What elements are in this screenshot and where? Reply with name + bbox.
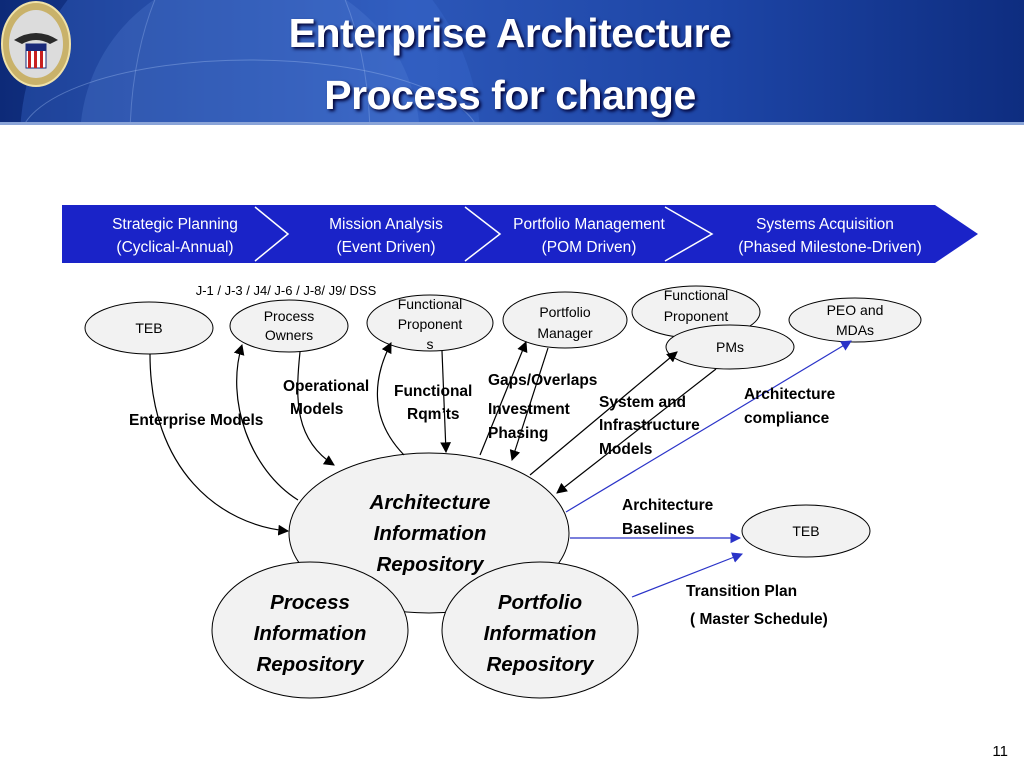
arrow-repository-to-process-owners [233, 343, 299, 501]
node-teb-top [84, 301, 214, 355]
node-peo-mdas [788, 297, 922, 343]
arrow-repository-to-pms [529, 351, 678, 476]
node-functional-proponents [366, 294, 494, 352]
label-enterprise-models: Enterprise Models [129, 412, 263, 429]
node-process-owners [229, 299, 349, 353]
node-pms-label: PMs [716, 339, 744, 355]
arrow-pms-to-repository [556, 368, 717, 494]
repo-architecture-label-2: Information [374, 522, 487, 545]
phase-systems-acquisition-sub: (Phased Milestone-Driven) [738, 239, 922, 256]
node-peo-mdas-label-1: PEO and [827, 302, 884, 318]
node-portfolio-manager [502, 291, 628, 349]
node-functional-proponents-label-1: Functional [398, 296, 463, 312]
phase-systems-acquisition: Systems Acquisition [756, 216, 894, 233]
node-functional-proponent-label-2: Proponent [664, 308, 729, 324]
label-architecture-compliance-1: Architecture [744, 386, 836, 403]
repo-portfolio-label-3: Repository [486, 653, 595, 676]
title-line-1: Enterprise Architecture [288, 10, 732, 56]
phase-band [62, 205, 978, 263]
phase-chevron-2 [464, 206, 502, 262]
label-investment-phasing-2: Phasing [488, 425, 548, 442]
label-functional-rqmts-2: Rqm’ts [407, 406, 460, 423]
label-operational-models-2: Models [290, 401, 343, 418]
label-functional-rqmts-1: Functional [394, 383, 472, 400]
label-system-infra-models-1: System and [599, 394, 686, 411]
label-operational-models-1: Operational [283, 378, 369, 395]
arrow-repository-to-portfolio-manager [479, 340, 528, 456]
arrow-teb-to-repository [149, 353, 290, 536]
phase-chevron-3 [664, 206, 714, 262]
globe-background [20, 0, 480, 122]
node-process-owners-label-1: Process [264, 308, 315, 324]
repo-process-label-1: Process [270, 591, 350, 614]
node-teb-right-label: TEB [792, 523, 819, 539]
repo-process-label-3: Repository [256, 653, 365, 676]
arrow-repository-to-functional-proponents [376, 342, 405, 456]
repo-portfolio [441, 561, 639, 699]
node-functional-proponents-label-2: Proponent [398, 316, 463, 332]
node-functional-proponent-label-1: Functional [664, 287, 729, 303]
arrow-functional-proponents-to-repository [440, 350, 452, 454]
label-system-infra-models-2: Infrastructure [599, 417, 700, 434]
label-gaps-overlaps: Gaps/Overlaps [488, 372, 597, 389]
node-peo-mdas-label-2: MDAs [836, 322, 874, 338]
label-master-schedule: ( Master Schedule) [690, 611, 828, 628]
phase-portfolio-management: Portfolio Management [513, 216, 665, 233]
label-transition-plan: Transition Plan [686, 583, 797, 600]
label-architecture-baselines-2: Baselines [622, 521, 694, 538]
label-investment-phasing-1: Investment [488, 401, 570, 418]
node-functional-proponents-label-3: s [427, 336, 434, 352]
agency-seal-icon [1, 1, 71, 87]
label-architecture-compliance-2: compliance [744, 410, 830, 427]
node-portfolio-manager-label-1: Portfolio [539, 304, 591, 320]
phase-mission-analysis-sub: (Event Driven) [336, 239, 435, 256]
node-teb-right [741, 504, 871, 558]
repo-portfolio-label-1: Portfolio [498, 591, 582, 614]
phase-chevron-1 [254, 206, 290, 262]
title-line-2: Process for change [324, 72, 696, 118]
phase-portfolio-management-sub: (POM Driven) [542, 239, 637, 256]
header-divider [0, 122, 1024, 125]
arrow-repository-to-peo-mdas [565, 340, 852, 513]
repo-portfolio-label-2: Information [484, 622, 597, 645]
repo-process-label-2: Information [254, 622, 367, 645]
label-architecture-baselines-1: Architecture [622, 497, 714, 514]
phase-strategic-planning: Strategic Planning [112, 216, 238, 233]
slide-header: Enterprise Architecture Process for chan… [0, 0, 1024, 122]
node-process-owners-label-2: Owners [265, 327, 313, 343]
phase-mission-analysis: Mission Analysis [329, 216, 443, 233]
label-system-infra-models-3: Models [599, 441, 652, 458]
arrow-portfolio-manager-to-repository [509, 347, 549, 462]
arrow-process-owners-to-repository [297, 351, 335, 466]
repo-process [211, 561, 409, 699]
node-pms [665, 324, 795, 370]
joint-staff-label: J-1 / J-3 / J4/ J-6 / J-8/ J9/ DSS [196, 283, 377, 298]
phase-strategic-planning-sub: (Cyclical-Annual) [116, 239, 233, 256]
page-number: 11 [992, 743, 1008, 760]
arrow-portfolio-repository-to-teb [631, 552, 744, 598]
repo-architecture-label-1: Architecture [369, 491, 491, 514]
node-portfolio-manager-label-2: Manager [537, 325, 593, 341]
repo-architecture-label-3: Repository [376, 553, 485, 576]
node-teb-top-label: TEB [135, 320, 162, 336]
